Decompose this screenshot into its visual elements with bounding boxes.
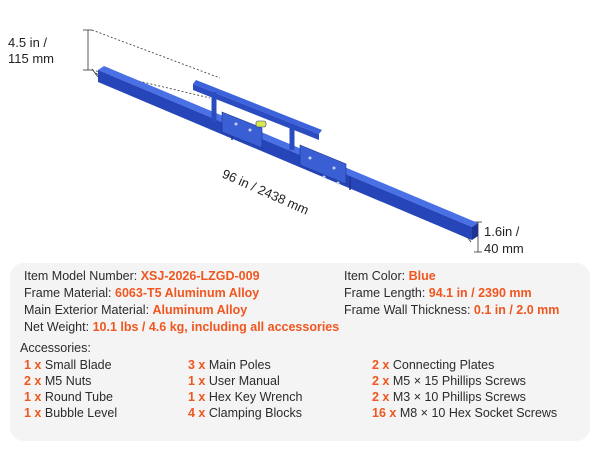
spec-model-label: Item Model Number:	[24, 269, 138, 283]
height-label-line1: 4.5 in /	[8, 35, 48, 50]
spec-frame-length: Frame Length: 94.1 in / 2390 mm	[344, 285, 532, 301]
screws	[234, 122, 340, 185]
accessory-qty: 3 x	[188, 358, 206, 372]
accessory-item: 3 x Main Poles	[188, 357, 271, 373]
accessory-name: Small Blade	[44, 358, 112, 372]
accessory-name: Connecting Plates	[392, 358, 495, 372]
connecting-plate	[221, 111, 347, 185]
accessory-item: 1 x Small Blade	[24, 357, 112, 373]
accessory-qty: 1 x	[188, 390, 206, 404]
spec-frame-length-label: Frame Length:	[344, 286, 426, 300]
accessory-name: M5 × 15 Phillips Screws	[392, 374, 526, 388]
bubble-level	[255, 120, 267, 128]
accessory-item: 2 x M5 × 15 Phillips Screws	[372, 373, 526, 389]
specs-panel	[10, 263, 590, 441]
main-pole	[98, 66, 478, 240]
accessory-qty: 1 x	[188, 374, 206, 388]
accessory-item: 1 x User Manual	[188, 373, 280, 389]
accessory-name: M3 × 10 Phillips Screws	[392, 390, 526, 404]
accessory-name: Main Poles	[208, 358, 271, 372]
accessory-item: 16 x M8 × 10 Hex Socket Screws	[372, 405, 557, 421]
profile-label-line2: 40 mm	[484, 241, 524, 256]
accessory-name: Round Tube	[44, 390, 113, 404]
accessory-qty: 1 x	[24, 390, 42, 404]
spec-color-label: Item Color:	[344, 269, 406, 283]
spec-exterior-label: Main Exterior Material:	[24, 303, 150, 317]
spec-wall: Frame Wall Thickness: 0.1 in / 2.0 mm	[344, 302, 559, 318]
spec-frame-material-label: Frame Material:	[24, 286, 112, 300]
spec-color: Item Color: Blue	[344, 268, 436, 284]
spec-color-value: Blue	[408, 269, 436, 283]
spec-model-value: XSJ-2026-LZGD-009	[140, 269, 260, 283]
spec-exterior-value: Aluminum Alloy	[152, 303, 248, 317]
spec-model: Item Model Number: XSJ-2026-LZGD-009	[24, 268, 260, 284]
accessory-item: 1 x Bubble Level	[24, 405, 117, 421]
spec-frame-length-value: 94.1 in / 2390 mm	[428, 286, 532, 300]
height-label-line2: 115 mm	[8, 51, 54, 66]
accessory-item: 2 x Connecting Plates	[372, 357, 494, 373]
accessory-qty: 1 x	[24, 406, 42, 420]
spec-weight: Net Weight: 10.1 lbs / 4.6 kg, including…	[24, 319, 339, 335]
spec-weight-value: 10.1 lbs / 4.6 kg, including all accesso…	[92, 320, 340, 334]
round-tube	[193, 80, 322, 150]
accessory-item: 1 x Round Tube	[24, 389, 113, 405]
spec-wall-value: 0.1 in / 2.0 mm	[473, 303, 560, 317]
accessory-qty: 16 x	[372, 406, 397, 420]
accessory-qty: 4 x	[188, 406, 206, 420]
accessory-item: 2 x M3 × 10 Phillips Screws	[372, 389, 526, 405]
accessory-item: 1 x Hex Key Wrench	[188, 389, 302, 405]
accessory-qty: 2 x	[372, 358, 390, 372]
accessory-item: 4 x Clamping Blocks	[188, 405, 302, 421]
spec-frame-material: Frame Material: 6063-T5 Aluminum Alloy	[24, 285, 259, 301]
accessory-qty: 2 x	[372, 390, 390, 404]
accessory-name: User Manual	[208, 374, 280, 388]
spec-exterior: Main Exterior Material: Aluminum Alloy	[24, 302, 247, 318]
spec-wall-label: Frame Wall Thickness:	[344, 303, 471, 317]
accessory-qty: 2 x	[24, 374, 42, 388]
accessory-name: Hex Key Wrench	[208, 390, 303, 404]
accessory-name: Clamping Blocks	[208, 406, 302, 420]
profile-label-line1: 1.6in /	[484, 224, 520, 239]
accessory-name: M8 × 10 Hex Socket Screws	[399, 406, 558, 420]
accessory-item: 2 x M5 Nuts	[24, 373, 91, 389]
accessory-qty: 2 x	[372, 374, 390, 388]
spec-weight-label: Net Weight:	[24, 320, 90, 334]
accessory-name: Bubble Level	[44, 406, 118, 420]
product-illustration	[83, 29, 482, 253]
accessory-qty: 1 x	[24, 358, 42, 372]
accessories-title: Accessories:	[20, 341, 91, 355]
accessory-name: M5 Nuts	[44, 374, 92, 388]
spec-frame-material-value: 6063-T5 Aluminum Alloy	[115, 286, 260, 300]
